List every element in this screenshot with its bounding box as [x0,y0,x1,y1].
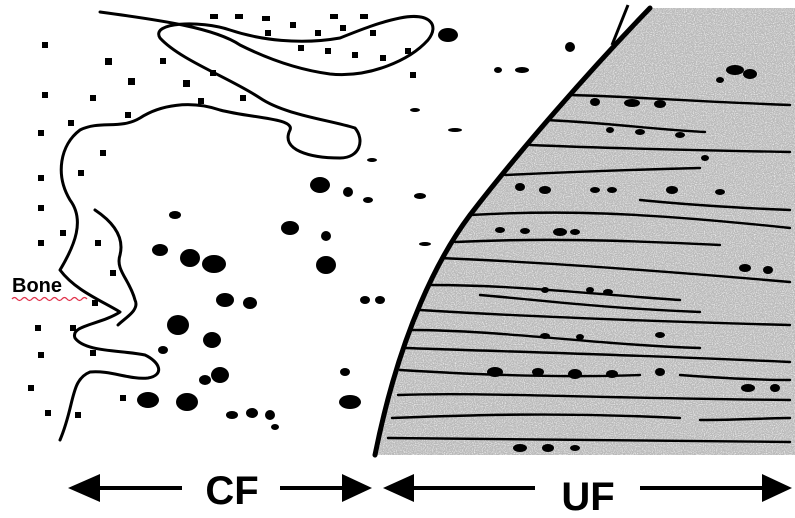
uf-dimension-arrow: UF [383,474,792,518]
bone-label-underline [12,298,87,301]
uf-region [370,5,795,457]
uf-arrowhead-right [762,474,792,502]
cf-label: CF [205,469,258,513]
bone-label: Bone [12,275,62,297]
uf-arrowhead-left [383,474,414,502]
uf-label: UF [561,475,614,518]
cf-arrowhead-left [68,474,100,502]
bone-tidemark-line [60,12,433,440]
cf-arrowhead-right [342,474,372,502]
cf-dimension-arrow: CF [68,469,372,513]
